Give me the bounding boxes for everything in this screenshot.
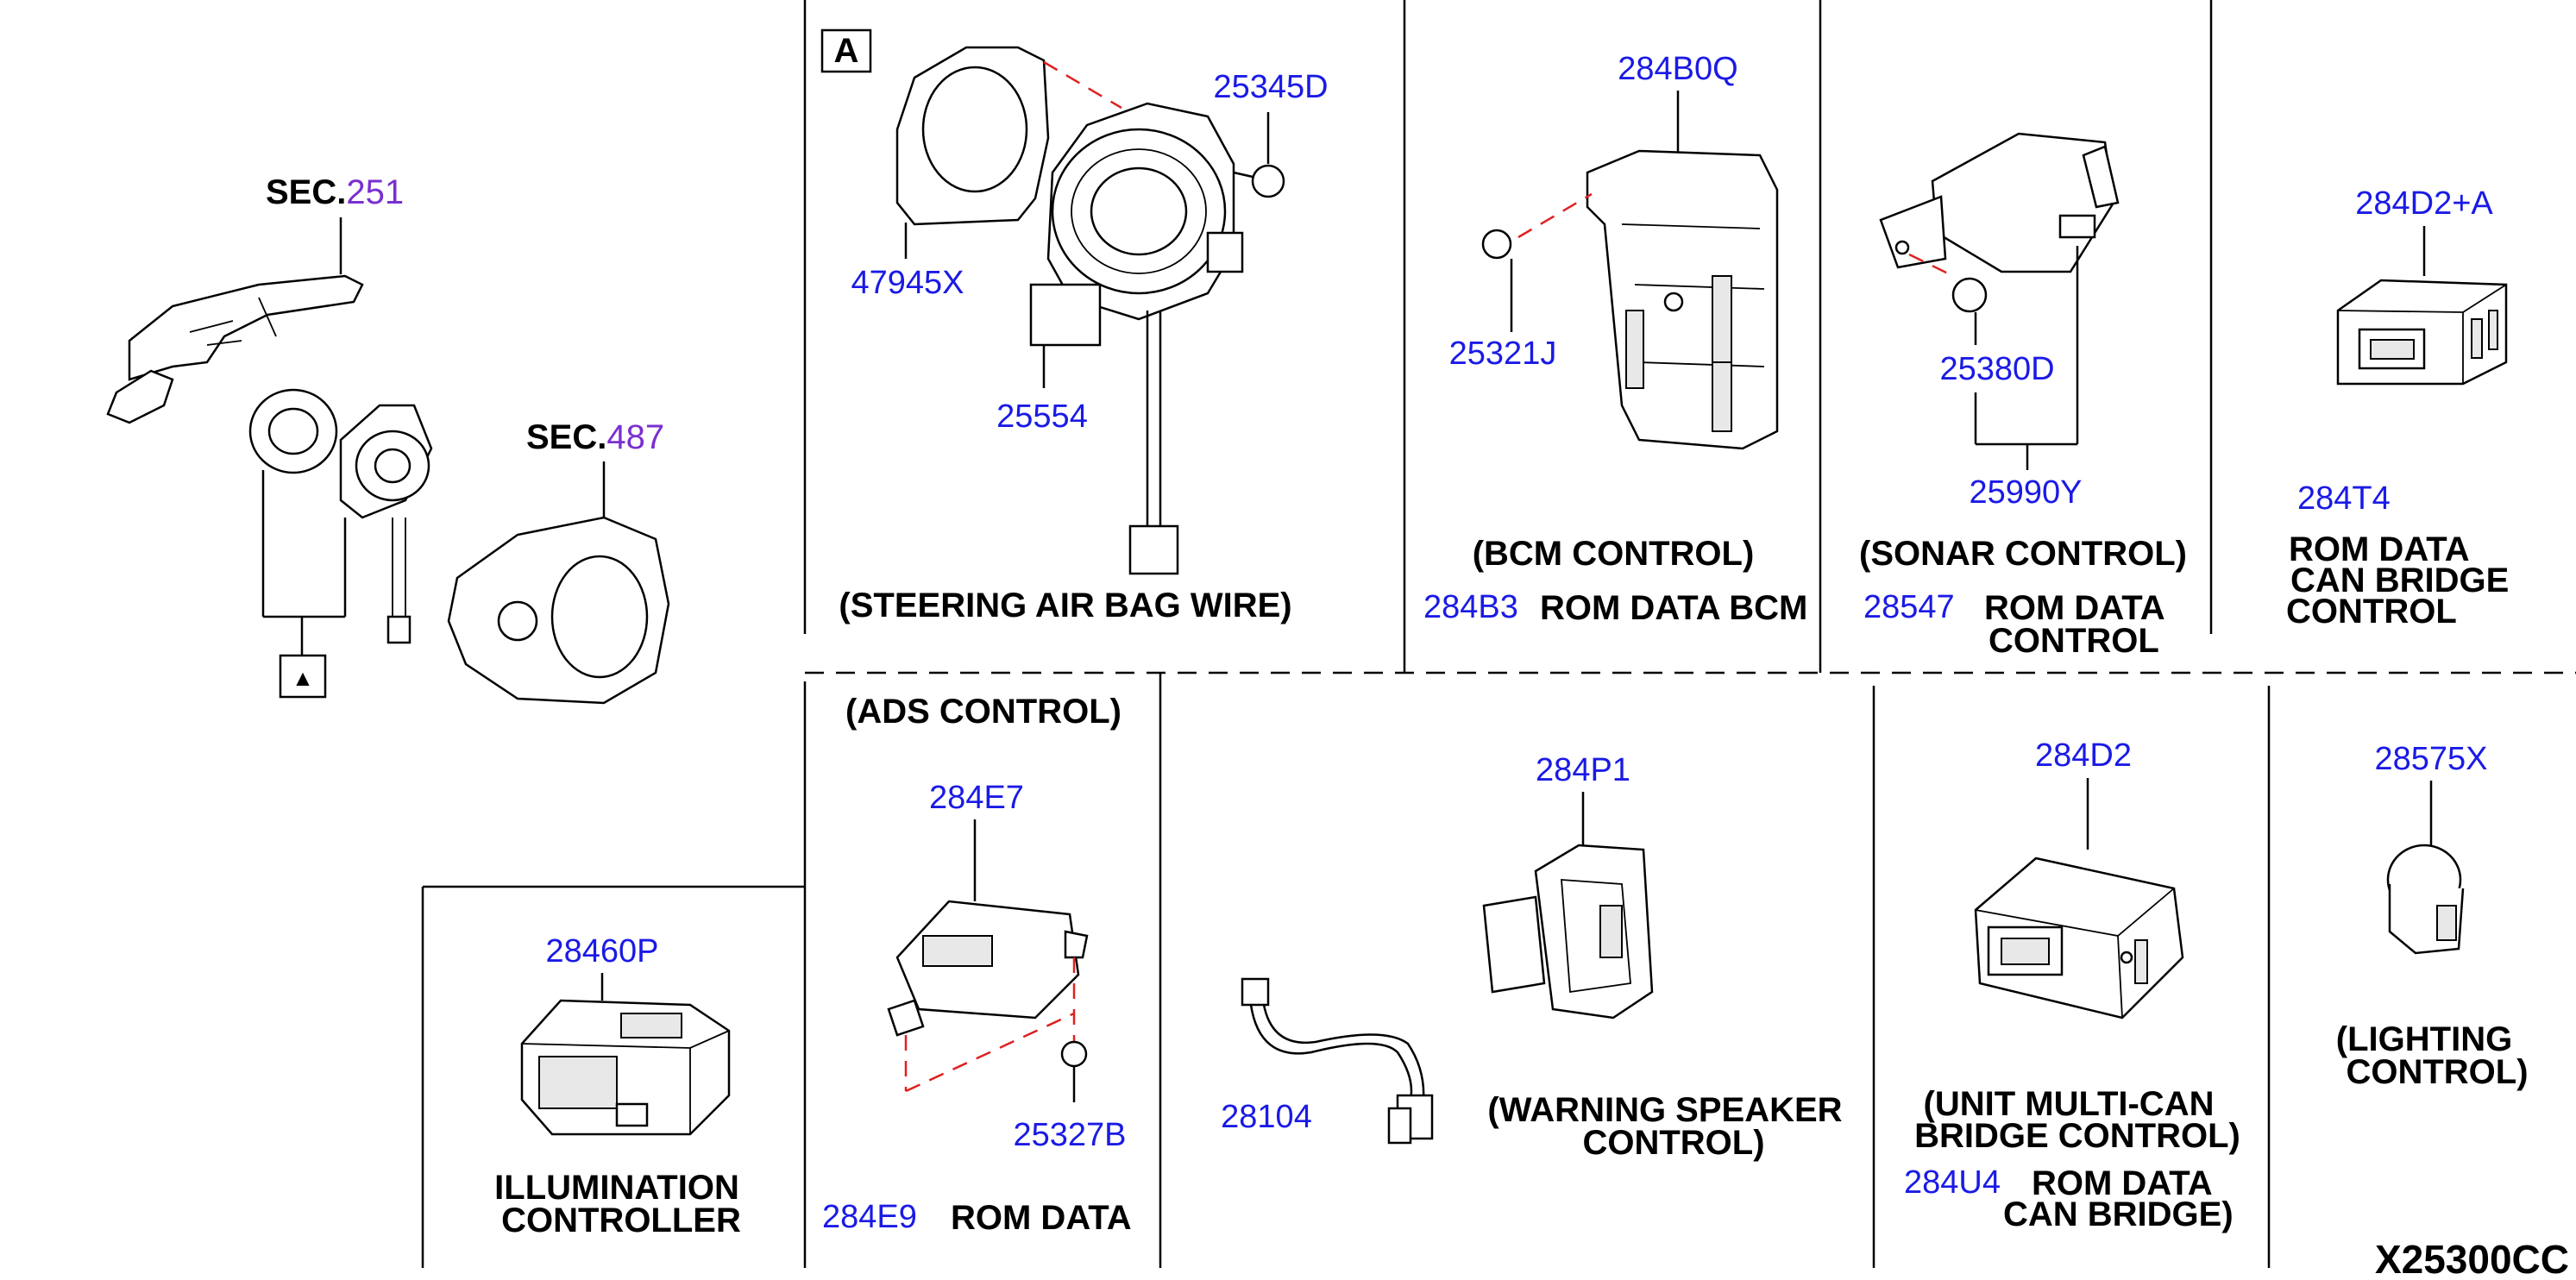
part-25380D[interactable]: 25380D xyxy=(1939,351,2054,387)
part-25990Y[interactable]: 25990Y xyxy=(1969,474,2082,511)
part-28575X[interactable]: 28575X xyxy=(2374,741,2487,777)
panel-dividers xyxy=(421,0,2576,1268)
caption-rom-data-ads: ROM DATA xyxy=(951,1199,1132,1237)
steering-air-bag-wire-panel: A 25345D 47945X 25554 (STEERING AIR BAG … xyxy=(820,28,1329,624)
caption-illumination-2: CONTROLLER xyxy=(501,1202,741,1239)
caption-rom-data-can-3: CONTROL xyxy=(2286,593,2457,631)
part-25321J[interactable]: 25321J xyxy=(1449,336,1557,372)
part-284B0Q[interactable]: 284B0Q xyxy=(1618,51,1737,87)
combination-switch-assembly: SEC.251 ▲ SEC.487 xyxy=(106,173,670,705)
sec-251-label[interactable]: SEC.251 xyxy=(266,173,404,211)
part-284D2-A[interactable]: 284D2+A xyxy=(2355,185,2493,222)
caption-rom-bridge-1: ROM DATA xyxy=(2032,1164,2213,1202)
caption-rom-data-can-2: CAN BRIDGE xyxy=(2290,562,2509,599)
box-a-frame xyxy=(820,28,872,73)
caption-control-sonar: CONTROL xyxy=(1989,622,2159,660)
part-28460P[interactable]: 28460P xyxy=(545,933,658,969)
caption-steering-air-bag-wire: (STEERING AIR BAG WIRE) xyxy=(839,587,1291,624)
rom-data-can-bridge-panel: 284D2+A 284T4 ROM DATA CAN BRIDGE CONTRO… xyxy=(2286,185,2509,631)
part-284U4[interactable]: 284U4 xyxy=(1904,1164,2001,1201)
part-28547[interactable]: 28547 xyxy=(1863,589,1955,625)
unit-multi-can-bridge-panel: 284D2 (UNIT MULTI-CAN BRIDGE CONTROL) 28… xyxy=(1904,737,2240,1233)
caption-bcm-control: (BCM CONTROL) xyxy=(1473,535,1755,573)
box-a-label: A xyxy=(834,32,859,70)
part-47945X[interactable]: 47945X xyxy=(851,265,964,301)
part-284E9[interactable]: 284E9 xyxy=(822,1199,917,1235)
caption-warning-speaker-2: CONTROL) xyxy=(1582,1124,1764,1162)
part-25554[interactable]: 25554 xyxy=(996,398,1088,435)
part-284B3[interactable]: 284B3 xyxy=(1423,589,1518,625)
caption-rom-data-bcm: ROM DATA BCM xyxy=(1540,589,1807,627)
part-284P1[interactable]: 284P1 xyxy=(1536,752,1630,788)
lighting-control-panel: 28575X (LIGHTING CONTROL) xyxy=(2336,741,2529,1091)
bcm-control-panel: 284B0Q 25321J (BCM CONTROL) 284B3 ROM DA… xyxy=(1423,51,1807,627)
sec-487-label[interactable]: SEC.487 xyxy=(526,418,664,456)
caption-unit-multi-can-2: BRIDGE CONTROL) xyxy=(1914,1117,2240,1155)
warning-speaker-panel: 284P1 (WARNING SPEAKER CONTROL) 28104 xyxy=(1221,752,1843,1162)
ref-mark-icon: ▲ xyxy=(292,665,314,691)
sonar-control-panel: 25380D 25990Y (SONAR CONTROL) 28547 ROM … xyxy=(1859,132,2187,660)
diagram-code: X25300CC xyxy=(2375,1237,2569,1280)
ads-control-panel: (ADS CONTROL) 284E7 25327B 284E9 ROM DAT… xyxy=(822,693,1132,1237)
part-284T4[interactable]: 284T4 xyxy=(2297,480,2391,517)
part-284D2[interactable]: 284D2 xyxy=(2035,737,2132,774)
caption-rom-data-sonar: ROM DATA xyxy=(1984,589,2165,627)
caption-rom-bridge-2: CAN BRIDGE) xyxy=(2003,1195,2234,1233)
caption-lighting-1: (LIGHTING xyxy=(2336,1020,2512,1058)
caption-sonar-control: (SONAR CONTROL) xyxy=(1859,535,2187,573)
part-25345D[interactable]: 25345D xyxy=(1213,69,1328,105)
caption-rom-data-can-1: ROM DATA xyxy=(2289,530,2470,568)
caption-illumination-1: ILLUMINATION xyxy=(494,1169,739,1207)
caption-lighting-2: CONTROL) xyxy=(2346,1053,2528,1091)
illumination-controller-panel: 28460P ILLUMINATION CONTROLLER xyxy=(494,933,741,1239)
caption-warning-speaker-1: (WARNING SPEAKER xyxy=(1487,1091,1842,1129)
part-25327B[interactable]: 25327B xyxy=(1013,1117,1126,1153)
part-284E7[interactable]: 284E7 xyxy=(929,780,1024,816)
caption-ads-control: (ADS CONTROL) xyxy=(845,693,1122,731)
caption-unit-multi-can-1: (UNIT MULTI-CAN xyxy=(1924,1085,2215,1123)
part-28104[interactable]: 28104 xyxy=(1221,1099,1312,1135)
